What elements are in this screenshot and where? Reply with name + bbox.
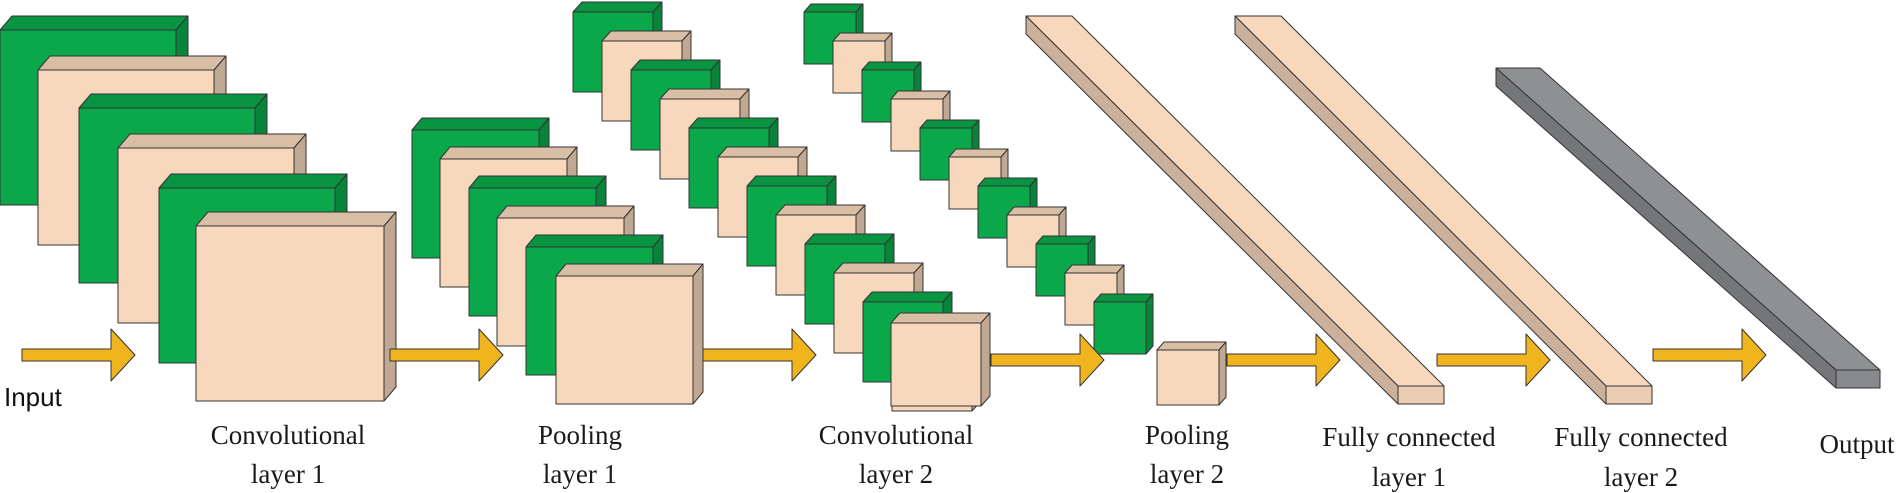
pool1-feature-map-4-top bbox=[496, 205, 635, 219]
pool1-feature-map-6-side bbox=[692, 263, 704, 405]
conv2-feature-map-front-top bbox=[890, 312, 991, 324]
pool1-label-line2: layer 1 bbox=[543, 459, 617, 489]
flow-arrow-icon bbox=[389, 328, 504, 382]
output-label: Output bbox=[1819, 429, 1895, 459]
conv2-feature-map-9-top bbox=[804, 233, 895, 245]
pool1-feature-map-5-top bbox=[525, 234, 664, 248]
pool2-feature-map-11 bbox=[1093, 301, 1147, 355]
pool2-feature-map-5-top bbox=[919, 119, 980, 129]
flow-arrow-icon bbox=[702, 328, 817, 382]
conv1-label-line2: layer 1 bbox=[251, 459, 325, 489]
pool2-label-line2: layer 2 bbox=[1150, 459, 1224, 489]
fc1-bar-top bbox=[1025, 15, 1445, 387]
fc2-bar-top bbox=[1234, 15, 1653, 387]
conv2-feature-map-1-top bbox=[572, 1, 663, 13]
pool1-feature-map-3-top bbox=[468, 175, 607, 189]
conv2-feature-map-7-top bbox=[746, 175, 837, 187]
pool1-feature-map-6 bbox=[555, 275, 694, 405]
pool2-feature-map-6-top bbox=[948, 148, 1009, 158]
input-label: Input bbox=[4, 382, 63, 412]
pool2-feature-map-9-top bbox=[1035, 235, 1096, 245]
flow-arrow-icon bbox=[1226, 333, 1341, 387]
pool2-feature-map-front bbox=[1156, 349, 1220, 406]
pool2-feature-map-front-side bbox=[1218, 341, 1227, 406]
pool2-feature-map-7-top bbox=[977, 177, 1038, 187]
conv2-feature-map-8-top bbox=[775, 204, 866, 216]
fc2-label-line2: layer 2 bbox=[1604, 462, 1678, 492]
conv1-feature-map-2-top bbox=[37, 55, 227, 71]
conv2-feature-map-4-top bbox=[659, 88, 750, 100]
pool2-feature-map-1-top bbox=[803, 3, 864, 13]
conv2-feature-map-10-top bbox=[833, 262, 924, 274]
conv2-feature-map-front-side bbox=[980, 312, 991, 407]
flow-arrow-icon bbox=[1436, 333, 1551, 387]
pool2-feature-map-front-top bbox=[1156, 341, 1227, 351]
fc1-label-line1: Fully connected bbox=[1322, 422, 1496, 452]
conv1-feature-map-6-side bbox=[383, 211, 397, 402]
pool1-feature-map-6-top bbox=[555, 263, 704, 277]
pool2-feature-map-10-top bbox=[1064, 264, 1125, 274]
pool2-feature-map-8-top bbox=[1006, 206, 1067, 216]
fc2-bar-end bbox=[1605, 385, 1653, 405]
conv2-feature-map-11-top bbox=[862, 291, 953, 303]
flow-arrow-icon bbox=[21, 328, 136, 382]
pool2-feature-map-4-top bbox=[890, 90, 951, 100]
conv2-label-line2: layer 2 bbox=[859, 459, 933, 489]
conv2-feature-map-front bbox=[890, 322, 982, 407]
conv2-feature-map-5-top bbox=[688, 117, 779, 129]
conv1-feature-map-1-top bbox=[0, 15, 189, 31]
pool2-feature-map-2-top bbox=[832, 32, 893, 42]
diagram-shapes bbox=[0, 1, 1881, 412]
conv1-feature-map-3-top bbox=[78, 93, 268, 109]
pool2-feature-map-3-top bbox=[861, 61, 922, 71]
conv2-feature-map-2-top bbox=[601, 30, 692, 42]
conv1-label-line1: Convolutional bbox=[211, 420, 366, 450]
conv1-feature-map-6 bbox=[195, 225, 385, 402]
conv2-feature-map-3-top bbox=[630, 59, 721, 71]
output-bar-end bbox=[1835, 369, 1881, 389]
flow-arrow-icon bbox=[990, 333, 1105, 387]
pool1-label-line1: Pooling bbox=[538, 420, 622, 450]
pool2-feature-map-11-side bbox=[1145, 293, 1154, 355]
flow-arrow-icon bbox=[1652, 328, 1767, 382]
pool1-feature-map-1-top bbox=[411, 117, 550, 131]
conv2-feature-map-6-top bbox=[717, 146, 808, 158]
fc1-label-line2: layer 1 bbox=[1372, 462, 1446, 492]
fc2-label-line1: Fully connected bbox=[1554, 422, 1728, 452]
pool2-feature-map-11-top bbox=[1093, 293, 1154, 303]
fc1-bar-end bbox=[1397, 385, 1445, 405]
pool1-feature-map-2-top bbox=[439, 146, 578, 160]
fc2-bar-side bbox=[1234, 15, 1607, 405]
fc1-bar-side bbox=[1025, 15, 1399, 405]
conv2-label-line1: Convolutional bbox=[819, 420, 974, 450]
pool2-label-line1: Pooling bbox=[1145, 420, 1229, 450]
conv1-feature-map-4-top bbox=[117, 133, 307, 149]
conv1-feature-map-5-top bbox=[158, 173, 348, 189]
conv1-feature-map-6-top bbox=[195, 211, 397, 227]
output-bar-side bbox=[1495, 67, 1837, 389]
